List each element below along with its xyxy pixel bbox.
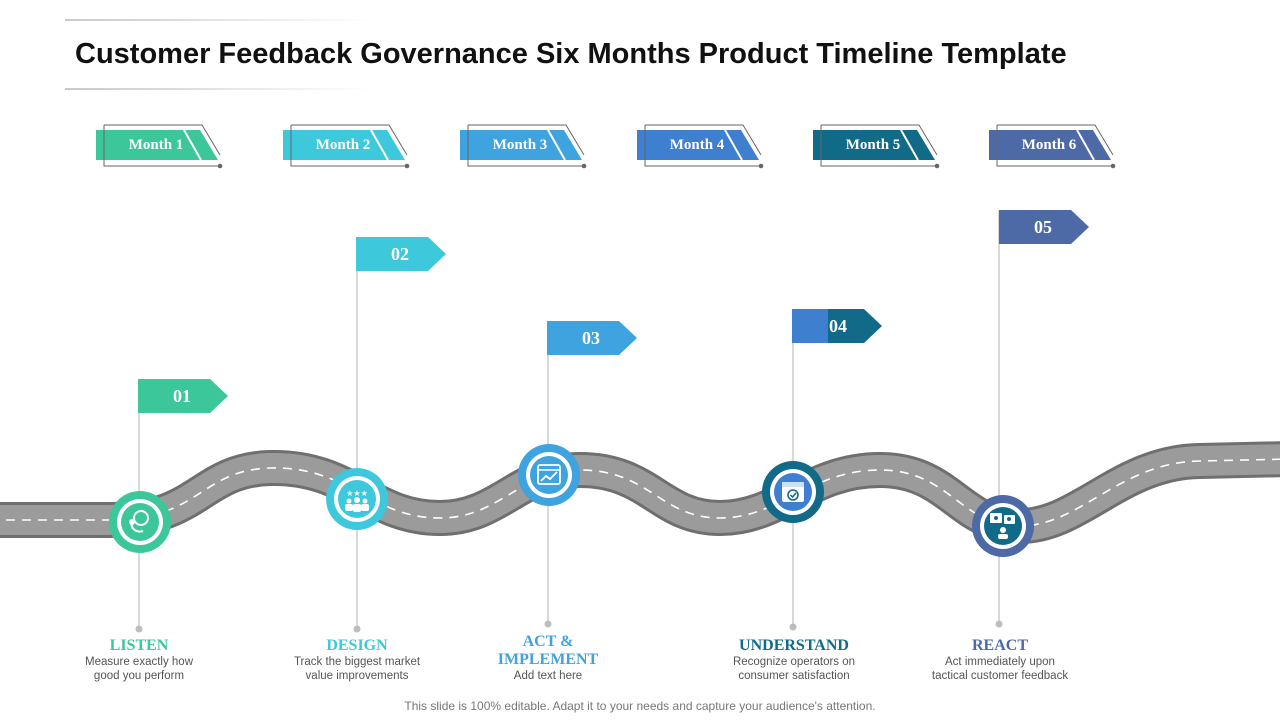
title-bottom-line: [65, 88, 375, 90]
stage-desc-line-2: tactical customer feedback: [931, 670, 1069, 682]
pole-end-dot: [135, 625, 143, 633]
month-tag-3: Month 3: [456, 122, 588, 172]
stage-listen: LISTEN Measure exactly how good you perf…: [39, 637, 239, 683]
month-label: Month 1: [128, 137, 184, 153]
flag-2: [356, 237, 446, 271]
pole-end-dot: [353, 625, 361, 633]
flag-label-4: 04: [829, 316, 847, 336]
stage-desc-line-1: Act immediately upon: [945, 656, 1055, 668]
footer-note: This slide is 100% editable. Adapt it to…: [404, 699, 876, 713]
pole-end-dot: [544, 620, 552, 628]
stage-title-line-1: ACT &: [522, 633, 574, 650]
stage-desc-line-2: good you perform: [93, 670, 185, 682]
stage-desc-line-2: consumer satisfaction: [738, 670, 850, 682]
month-label: Month 5: [845, 137, 901, 153]
flag-label-3: 03: [582, 328, 600, 348]
stage-desc-line-1: Add text here: [513, 670, 583, 682]
month-label: Month 6: [1021, 137, 1077, 153]
stage-desc-line-1: Measure exactly how: [84, 656, 194, 668]
milestone-react: [972, 495, 1034, 557]
headset-icon: [129, 510, 149, 533]
flag-label-1: 01: [173, 386, 191, 406]
flag-label-5: 05: [1034, 217, 1052, 237]
team-rating-icon: ★★★: [345, 489, 369, 512]
flag-4-accent: [792, 309, 828, 343]
month-tag-2: Month 2: [279, 122, 411, 172]
svg-text:★★★: ★★★: [346, 489, 368, 498]
milestone-listen: [109, 491, 171, 553]
milestone-act-implement: [518, 444, 580, 506]
month-tag-5: Month 5: [809, 122, 941, 172]
month-tag-4: Month 4: [633, 122, 765, 172]
slide-title: Customer Feedback Governance Six Months …: [75, 38, 1067, 70]
month-tag-shape: [637, 124, 764, 169]
stage-act-implement: ACT & IMPLEMENT Add text here: [448, 633, 648, 683]
month-tag-1: Month 1: [92, 122, 224, 172]
stage-desc-line-1: Track the biggest market: [293, 656, 421, 668]
month-tag-shape: [813, 124, 940, 169]
stage-desc-line-2: value improvements: [305, 670, 409, 682]
stage-title: UNDERSTAND: [739, 637, 849, 654]
stage-title-line-2: IMPLEMENT: [497, 651, 599, 668]
stage-title: DESIGN: [326, 637, 388, 654]
feedback-screen-icon: [990, 513, 1015, 539]
growth-chart-icon: [537, 464, 561, 485]
milestone-understand: [762, 461, 824, 523]
flag-1: [138, 379, 228, 413]
calendar-check-icon: [782, 482, 804, 502]
month-label: Month 3: [492, 137, 548, 153]
title-top-line: [65, 19, 375, 21]
pole-end-dot: [995, 620, 1003, 628]
month-tag-shape: [283, 124, 410, 169]
month-label: Month 4: [669, 137, 725, 153]
stage-understand: UNDERSTAND Recognize operators on consum…: [694, 637, 894, 683]
pole-end-dot: [789, 623, 797, 631]
road-center-line: [0, 458, 1280, 527]
month-tag-shape: [989, 124, 1116, 169]
month-tag-6: Month 6: [985, 122, 1117, 172]
flag-label-2: 02: [391, 244, 409, 264]
stage-design: DESIGN Track the biggest market value im…: [257, 637, 457, 683]
flag-5: [999, 210, 1089, 244]
month-label: Month 2: [315, 137, 371, 153]
stage-desc-line-1: Recognize operators on: [732, 656, 856, 668]
stage-title: REACT: [971, 637, 1028, 654]
month-tag-shape: [96, 124, 223, 169]
month-tag-shape: [460, 124, 587, 169]
flag-3: [547, 321, 637, 355]
milestone-design: ★★★: [326, 468, 388, 530]
stage-react: REACT Act immediately upon tactical cust…: [900, 637, 1100, 683]
stage-title: LISTEN: [109, 637, 169, 654]
